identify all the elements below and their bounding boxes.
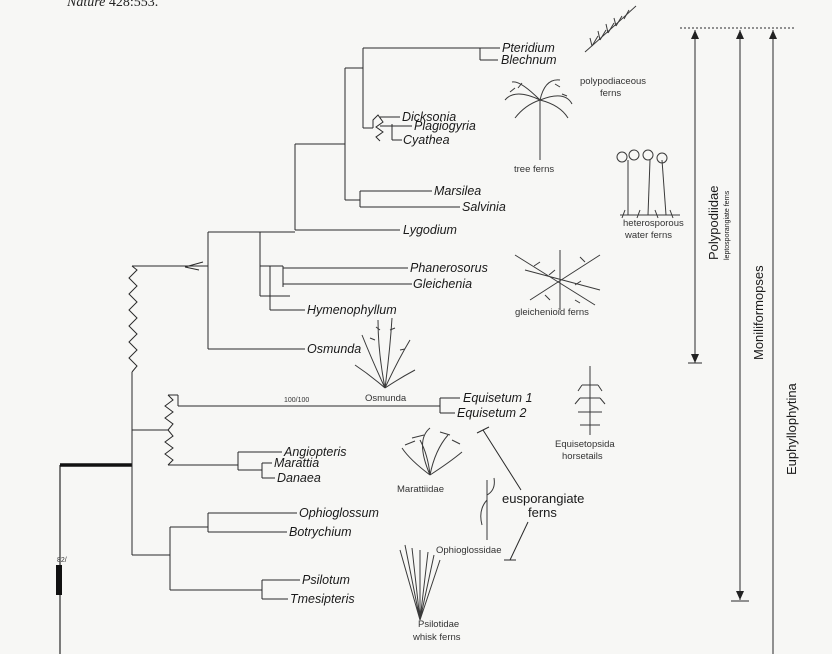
taxon-equisetum2: Equisetum 2 <box>457 406 527 420</box>
group-heterosporous-1: heterosporous <box>623 218 684 229</box>
group-psilotidae-1: Psilotidae <box>418 619 459 630</box>
taxon-tmesipteris: Tmesipteris <box>290 592 355 606</box>
taxon-hymenophyllum: Hymenophyllum <box>307 303 397 317</box>
water-fern-icon <box>617 150 680 218</box>
clade-polypodiidae-sub: leptosporangiate ferns <box>724 190 731 260</box>
group-marattiidae: Marattiidae <box>397 484 444 495</box>
tree-fern-icon <box>505 80 572 160</box>
taxon-plagiogyria: Plagiogyria <box>414 119 476 133</box>
group-heterosporous-2: water ferns <box>624 230 672 241</box>
osmunda-icon <box>355 318 415 388</box>
taxon-labels: Pteridium Blechnum Dicksonia Plagiogyria… <box>274 41 557 606</box>
clade-polypodiidae: Polypodiidae <box>706 186 721 260</box>
clade-bars: Polypodiidae leptosporangiate ferns Moni… <box>680 28 799 654</box>
taxon-cyathea: Cyathea <box>403 133 450 147</box>
clade-moniliformopses: Moniliformopses <box>751 265 766 360</box>
taxon-phanerosorus: Phanerosorus <box>410 261 488 275</box>
pteridium-frond-icon <box>585 6 636 52</box>
taxon-lygodium: Lygodium <box>403 223 457 237</box>
group-ophioglossidae: Ophioglossidae <box>436 545 502 556</box>
taxon-danaea: Danaea <box>277 471 321 485</box>
taxon-marattia: Marattia <box>274 456 319 470</box>
equisetum-icon <box>575 366 605 435</box>
clade-euphyllophytina: Euphyllophytina <box>784 382 799 475</box>
taxon-ophioglossum: Ophioglossum <box>299 506 379 520</box>
gleichenioid-icon <box>515 250 600 310</box>
wavy-tree-ferns <box>373 115 383 141</box>
group-eusporangiate-1: eusporangiate <box>502 491 584 506</box>
taxon-osmunda: Osmunda <box>307 342 361 356</box>
taxon-marsilea: Marsilea <box>434 184 481 198</box>
taxon-blechnum: Blechnum <box>501 53 557 67</box>
group-psilotidae-2: whisk ferns <box>412 632 461 643</box>
taxon-gleichenia: Gleichenia <box>413 277 472 291</box>
wavy-branch-eq <box>165 395 173 430</box>
taxon-equisetum1: Equisetum 1 <box>463 391 532 405</box>
taxon-botrychium: Botrychium <box>289 525 352 539</box>
support-root: 82/ <box>57 557 67 564</box>
group-polypodiaceous-2: ferns <box>600 88 621 99</box>
taxon-psilotum: Psilotum <box>302 573 350 587</box>
group-equisetopsida-1: Equisetopsida <box>555 439 615 450</box>
taxon-salvinia: Salvinia <box>462 200 506 214</box>
wavy-branch-lepto <box>129 266 137 372</box>
ophioglossum-icon <box>481 478 495 540</box>
euphyllophytina-arrow <box>769 30 777 39</box>
group-gleichenioid: gleichenioid ferns <box>515 307 589 318</box>
group-osmunda: Osmunda <box>365 393 407 404</box>
root-bar <box>56 565 62 595</box>
psilotum-icon <box>400 545 440 620</box>
group-tree-ferns: tree ferns <box>514 164 554 175</box>
group-eusporangiate-2: ferns <box>528 505 557 520</box>
wavy-branch-mar <box>165 430 173 465</box>
marattiidae-icon <box>402 428 462 475</box>
group-polypodiaceous-1: polypodiaceous <box>580 76 646 87</box>
group-equisetopsida-2: horsetails <box>562 451 603 462</box>
support-equisetum: 100/100 <box>284 397 309 404</box>
